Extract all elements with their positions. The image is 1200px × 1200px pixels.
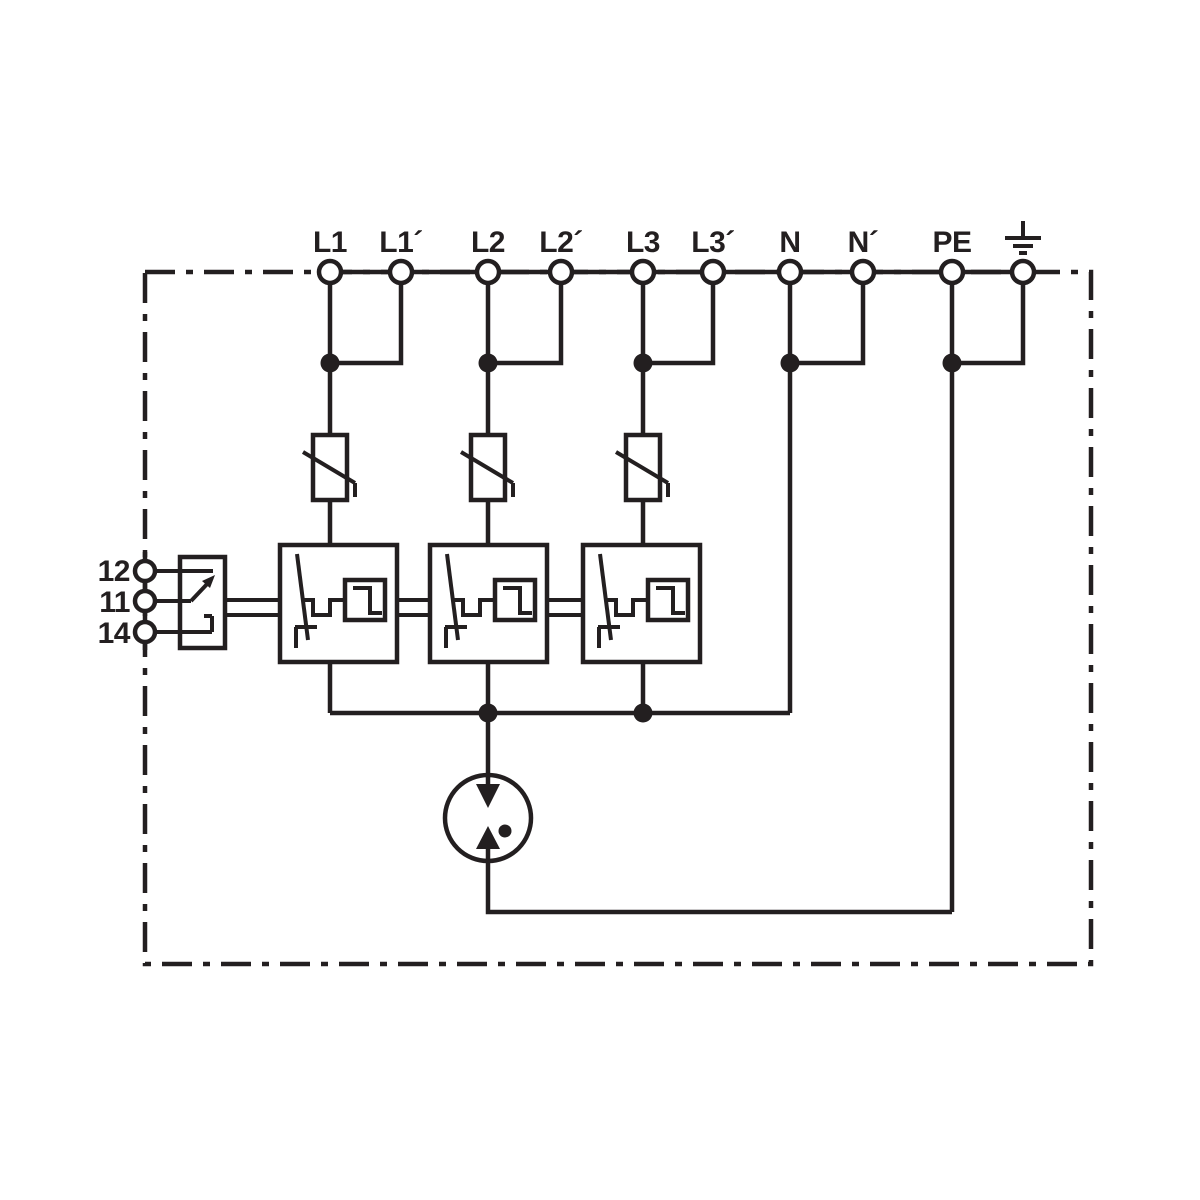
junction-dot (633, 703, 653, 723)
terminal-label-12: 12 (98, 555, 130, 588)
wiring-n (787, 283, 866, 713)
terminal-12 (132, 558, 158, 584)
terminal-label-l3-prime: L3´ (691, 226, 735, 259)
spark-gap-lower-arrow (476, 826, 500, 849)
terminal-label-l3: L3 (626, 226, 660, 259)
contact-arrowhead (202, 575, 215, 588)
terminal-label-l1-prime: L1´ (379, 226, 423, 259)
junction-dot (478, 703, 498, 723)
contact-14-line (155, 614, 214, 634)
diagram-strokes (132, 221, 1094, 967)
terminal-l1-prime (387, 258, 415, 286)
diagram-labels: L1 L1´ L2 L2´ L3 L3´ N N´ PE 12 11 14 (98, 226, 972, 650)
terminal-label-11: 11 (99, 586, 130, 619)
varistor-icon-l3 (616, 435, 668, 500)
spark-gap-trigger-dot (498, 824, 512, 838)
junction-dot (320, 353, 340, 373)
varistor-icon-l2 (461, 435, 513, 500)
terminal-label-n-prime: N´ (848, 226, 879, 259)
varistor-icon-l1 (303, 435, 355, 500)
terminal-label-n: N (779, 226, 800, 259)
terminal-11 (132, 588, 158, 614)
wiring-l2 (485, 283, 564, 545)
terminal-l2 (474, 258, 502, 286)
terminal-n (776, 258, 804, 286)
terminal-circles (132, 258, 1037, 645)
terminal-n-prime (849, 258, 877, 286)
mechanical-linkage-lines (225, 598, 583, 617)
terminal-label-l2-prime: L2´ (539, 226, 583, 259)
spark-gap-upper-arrow (476, 784, 500, 808)
device-boundary (142, 269, 1094, 967)
junction-dot (780, 353, 800, 373)
terminal-l3-prime (699, 258, 727, 286)
terminal-14 (132, 619, 158, 645)
terminal-label-l2: L2 (471, 226, 505, 259)
diagram-fills (202, 353, 962, 849)
terminal-pe (938, 258, 966, 286)
junction-dot (942, 353, 962, 373)
terminal-label-14: 14 (98, 617, 131, 650)
disconnector-box-l2 (430, 545, 547, 662)
terminal-label-pe: PE (932, 226, 971, 259)
terminal-l1 (316, 258, 344, 286)
spark-gap-to-pe (485, 849, 952, 915)
terminal-l3 (629, 258, 657, 286)
junction-dot (633, 353, 653, 373)
earth-ground-icon (1005, 221, 1041, 255)
contact-blade (189, 580, 211, 603)
changeover-contact-icon (155, 554, 228, 651)
wiring-pe (949, 283, 1026, 912)
terminal-l2-prime (547, 258, 575, 286)
disconnector-box-l1 (280, 545, 397, 662)
wiring-l3 (640, 283, 716, 545)
junction-dot (478, 353, 498, 373)
wiring-l1 (327, 283, 404, 545)
terminal-earth (1009, 258, 1037, 286)
disconnector-box-l3 (583, 545, 700, 662)
terminal-label-l1: L1 (313, 226, 347, 259)
